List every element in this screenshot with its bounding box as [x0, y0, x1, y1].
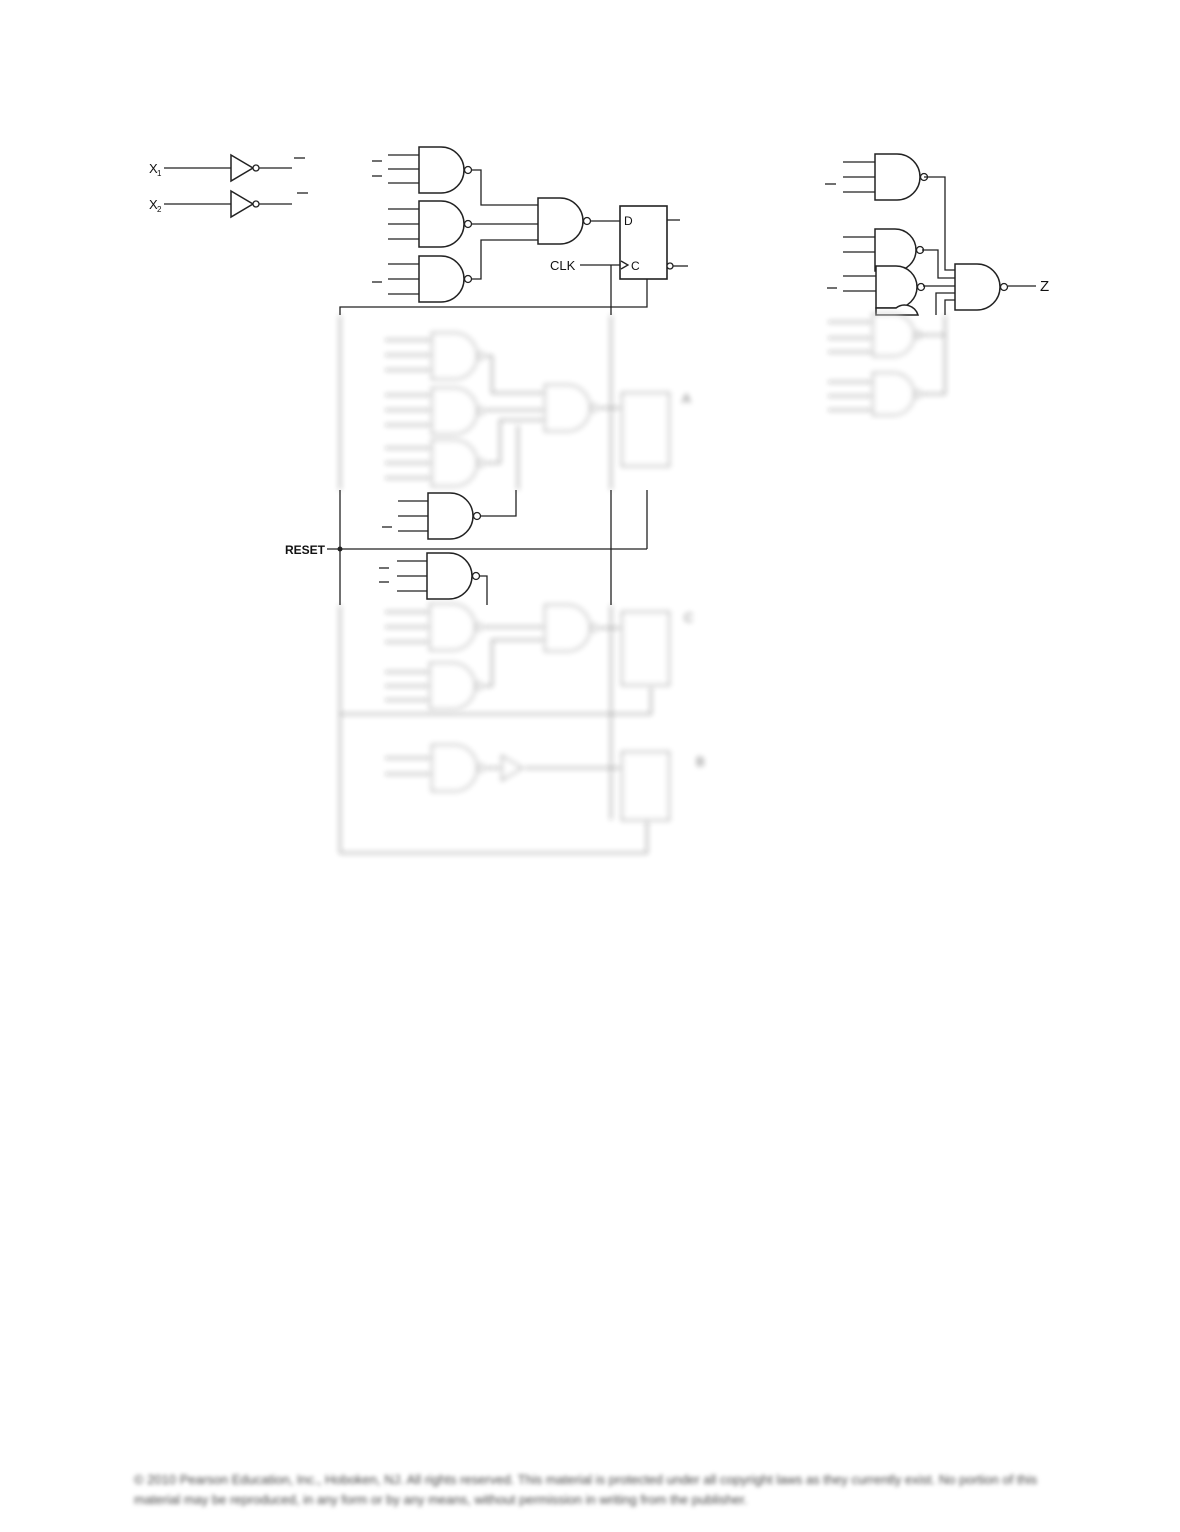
nand-gate — [427, 492, 482, 540]
label-z: Z — [1040, 278, 1049, 295]
label-x2-subscript: 2 — [157, 205, 162, 214]
label-blurred-a: A — [682, 391, 691, 406]
label-clk: CLK — [550, 258, 576, 273]
nand-gate — [418, 200, 473, 248]
label-d: D — [624, 214, 633, 228]
label-x1: X — [149, 161, 158, 176]
blurred-flipflop-a-block: A — [339, 315, 691, 490]
label-blurred-b: B — [696, 754, 705, 769]
output-logic-z: Z — [825, 153, 1049, 316]
nand-gate — [418, 255, 473, 303]
flipflop-d-block: D C CLK — [339, 146, 688, 315]
nand-gate — [418, 146, 473, 194]
label-blurred-c: C — [684, 610, 693, 625]
label-c: C — [631, 259, 640, 273]
d-flipflop — [619, 205, 668, 280]
nand-gate — [874, 153, 929, 201]
inverter-x1: X 1 — [149, 153, 305, 183]
copyright-footer: © 2010 Pearson Education, Inc., Hoboken,… — [134, 1472, 1038, 1507]
blurred-flipflop-c-b-block: C B — [339, 603, 705, 854]
nand-gate — [954, 263, 1009, 311]
nand-gate — [874, 228, 925, 272]
label-x1-subscript: 1 — [157, 169, 162, 178]
label-x2: X — [149, 197, 158, 212]
nand-gate — [875, 265, 926, 309]
blurred-right-area — [828, 313, 946, 416]
inverter-x2: X 2 — [149, 189, 308, 219]
nand-gate — [426, 552, 481, 600]
label-reset: RESET — [285, 543, 326, 557]
reset-section: RESET — [285, 490, 648, 605]
nand-gate — [537, 197, 592, 245]
